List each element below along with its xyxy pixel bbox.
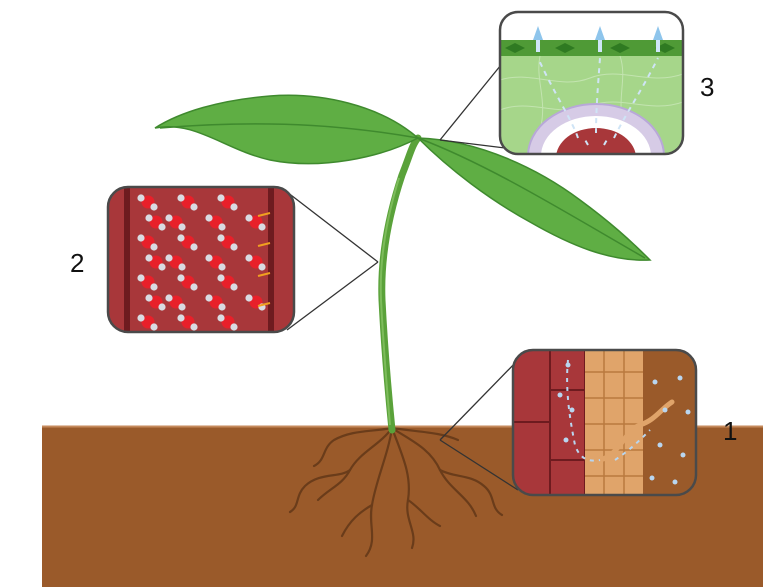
hydrogen-atom [230,243,237,250]
left-leaf [155,95,418,163]
hydrogen-atom [245,214,252,221]
hydrogen-atom [137,314,144,321]
hydrogen-atom [190,323,197,330]
hydrogen-atom [258,223,265,230]
hydrogen-atom [217,234,224,241]
hydrogen-atom [150,323,157,330]
hydrogen-atom [150,243,157,250]
hydrogen-atom [137,194,144,201]
hydrogen-atom [145,214,152,221]
hydrogen-atom [230,323,237,330]
hydrogen-atom [158,223,165,230]
hydrogen-atom [217,194,224,201]
hydrogen-atom [245,254,252,261]
hydrogen-atom [145,294,152,301]
hydrogen-atom [230,203,237,210]
hydrogen-atom [137,274,144,281]
hydrogen-atom [158,303,165,310]
hydrogen-atom [217,274,224,281]
hydrogen-atom [218,263,225,270]
label-1: 1 [723,416,737,446]
hydrogen-atom [178,223,185,230]
hydrogen-atom [165,214,172,221]
hydrogen-atom [178,263,185,270]
hydrogen-atom [190,243,197,250]
hydrogen-atom [205,214,212,221]
hydrogen-atom [258,263,265,270]
hydrogen-atom [190,203,197,210]
hydrogen-atom [145,254,152,261]
root-inset [513,350,696,495]
label-3: 3 [700,72,714,102]
hydrogen-atom [218,223,225,230]
hydrogen-atom [165,254,172,261]
hydrogen-atom [177,234,184,241]
hydrogen-atom [165,294,172,301]
stem-inset [108,187,294,332]
hydrogen-atom [150,283,157,290]
hydrogen-atom [217,314,224,321]
hydrogen-atom [230,283,237,290]
hydrogen-atom [177,194,184,201]
hydrogen-atom [177,314,184,321]
hydrogen-atom [158,263,165,270]
hydrogen-atom [205,254,212,261]
hydrogen-atom [177,274,184,281]
label-2: 2 [70,248,84,278]
hydrogen-atom [190,283,197,290]
hydrogen-atom [137,234,144,241]
hydrogen-atom [205,294,212,301]
hydrogen-atom [150,203,157,210]
right-leaf [418,138,650,260]
hydrogen-atom [218,303,225,310]
hydrogen-atom [178,303,185,310]
hydrogen-atom [245,294,252,301]
